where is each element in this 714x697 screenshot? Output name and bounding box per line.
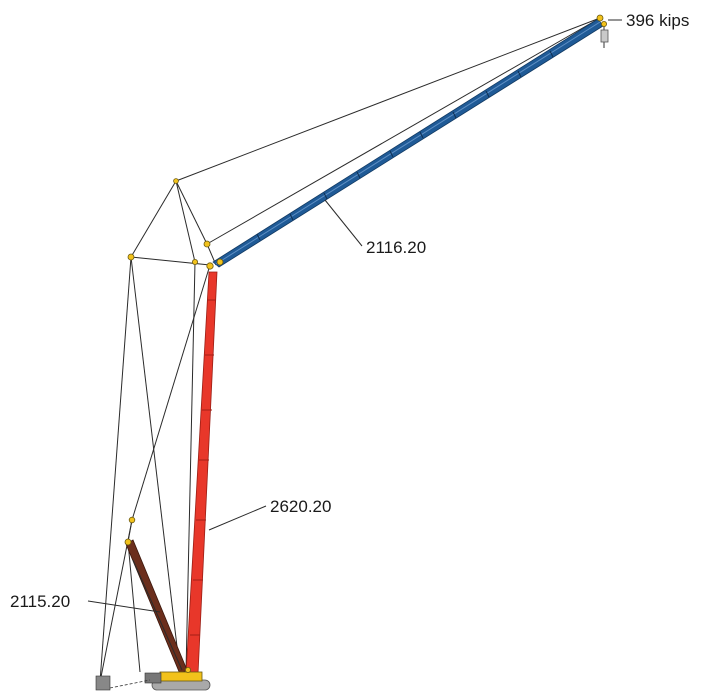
load-label: 396 kips	[626, 11, 689, 30]
main-boom-label: 2620.20	[270, 497, 331, 516]
pin-joints	[124, 14, 608, 674]
luffing-jib-label: 2116.20	[366, 238, 426, 257]
luffing-jib	[212, 18, 604, 268]
leader-lines	[87, 19, 622, 613]
derrick-boom	[125, 539, 188, 675]
derrick-boom-label: 2115.20	[10, 592, 70, 611]
rigging-wires	[99, 17, 601, 683]
crawler-base	[95, 671, 211, 691]
hook-block	[600, 26, 609, 48]
